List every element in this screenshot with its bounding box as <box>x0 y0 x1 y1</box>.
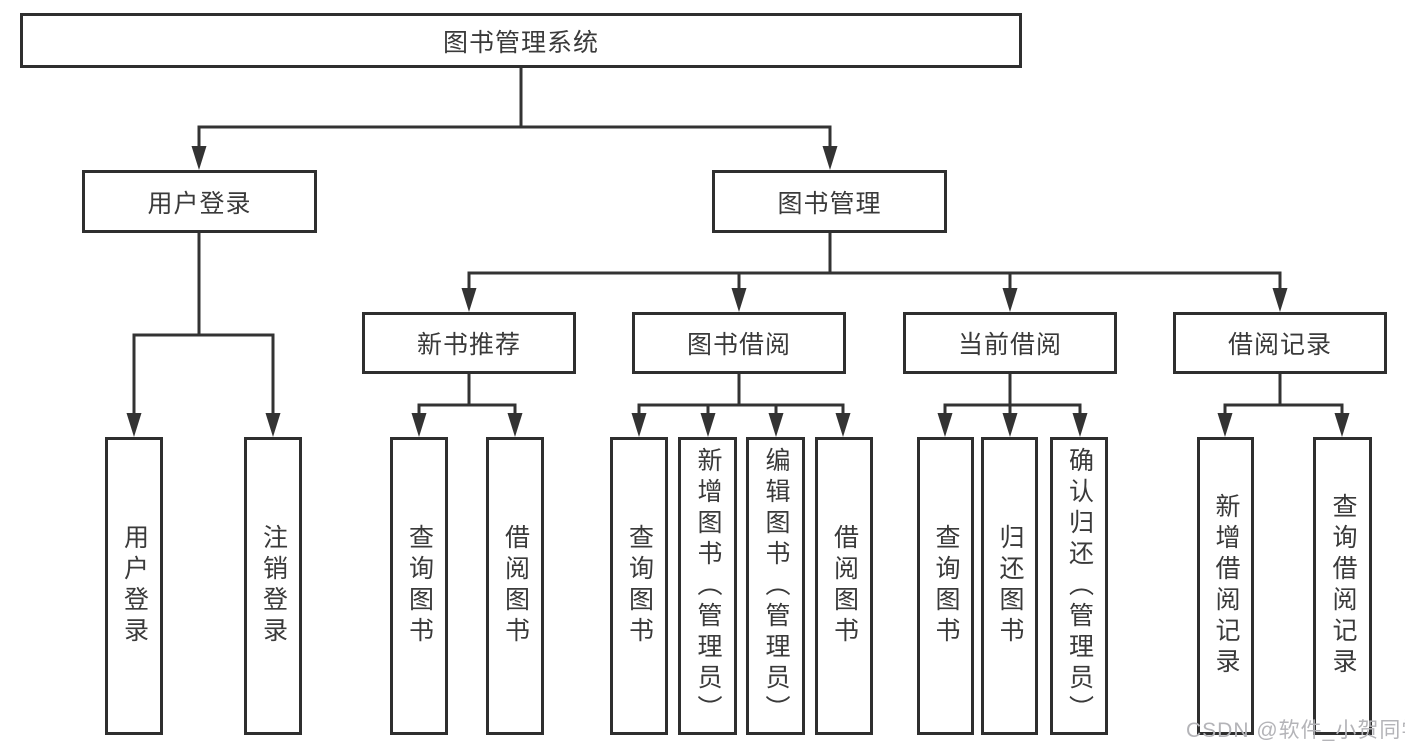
leaf-return-books-label: 归还图书 <box>996 524 1024 648</box>
node-borrow-records-label: 借阅记录 <box>1227 331 1332 359</box>
leaf-confirm-return-admin-label: 确认归还（管理员） <box>1065 446 1094 726</box>
leaf-confirm-return-admin: 确认归还（管理员） <box>1050 437 1108 735</box>
leaf-query-books-recommend: 查询图书 <box>390 437 448 735</box>
node-new-book-recommend: 新书推荐 <box>362 312 576 374</box>
leaf-query-books-borrow: 查询图书 <box>610 437 668 735</box>
leaf-add-borrow-record: 新增借阅记录 <box>1197 437 1254 735</box>
leaf-borrow-books: 借阅图书 <box>815 437 873 735</box>
leaf-add-book-admin-label: 新增图书（管理员） <box>694 446 722 726</box>
leaf-edit-book-admin: 编辑图书（管理员） <box>746 437 805 735</box>
leaf-add-borrow-record-label: 新增借阅记录 <box>1212 493 1240 679</box>
leaf-user-login-label: 用户登录 <box>120 524 149 648</box>
node-book-management: 图书管理 <box>712 170 947 233</box>
leaf-query-books-recommend-label: 查询图书 <box>405 524 434 648</box>
node-book-borrow-label: 图书借阅 <box>686 331 791 359</box>
leaf-logout-label: 注销登录 <box>259 524 288 648</box>
node-borrow-records: 借阅记录 <box>1173 312 1387 374</box>
leaf-query-borrow-record: 查询借阅记录 <box>1313 437 1372 735</box>
leaf-add-book-admin: 新增图书（管理员） <box>678 437 737 735</box>
leaf-query-books-current-label: 查询图书 <box>932 524 960 648</box>
leaf-query-borrow-record-label: 查询借阅记录 <box>1329 493 1357 679</box>
node-current-borrow-label: 当前借阅 <box>957 331 1062 359</box>
leaf-logout: 注销登录 <box>244 437 302 735</box>
leaf-query-books-borrow-label: 查询图书 <box>625 524 654 648</box>
node-book-management-label: 图书管理 <box>777 189 882 218</box>
node-library-system: 图书管理系统 <box>20 13 1022 68</box>
leaf-borrow-books-recommend: 借阅图书 <box>486 437 544 735</box>
node-library-system-label: 图书管理系统 <box>442 28 599 57</box>
leaf-borrow-books-label: 借阅图书 <box>830 524 859 648</box>
csdn-watermark: CSDN @软件_小贺同学 <box>1186 719 1405 742</box>
leaf-return-books: 归还图书 <box>981 437 1038 735</box>
leaf-user-login: 用户登录 <box>105 437 163 735</box>
node-book-borrow: 图书借阅 <box>632 312 846 374</box>
leaf-borrow-books-recommend-label: 借阅图书 <box>501 524 530 648</box>
node-new-book-recommend-label: 新书推荐 <box>416 331 521 359</box>
node-current-borrow: 当前借阅 <box>903 312 1117 374</box>
node-user-login-label: 用户登录 <box>147 189 252 218</box>
node-user-login: 用户登录 <box>82 170 317 233</box>
leaf-query-books-current: 查询图书 <box>917 437 974 735</box>
leaf-edit-book-admin-label: 编辑图书（管理员） <box>762 446 790 726</box>
